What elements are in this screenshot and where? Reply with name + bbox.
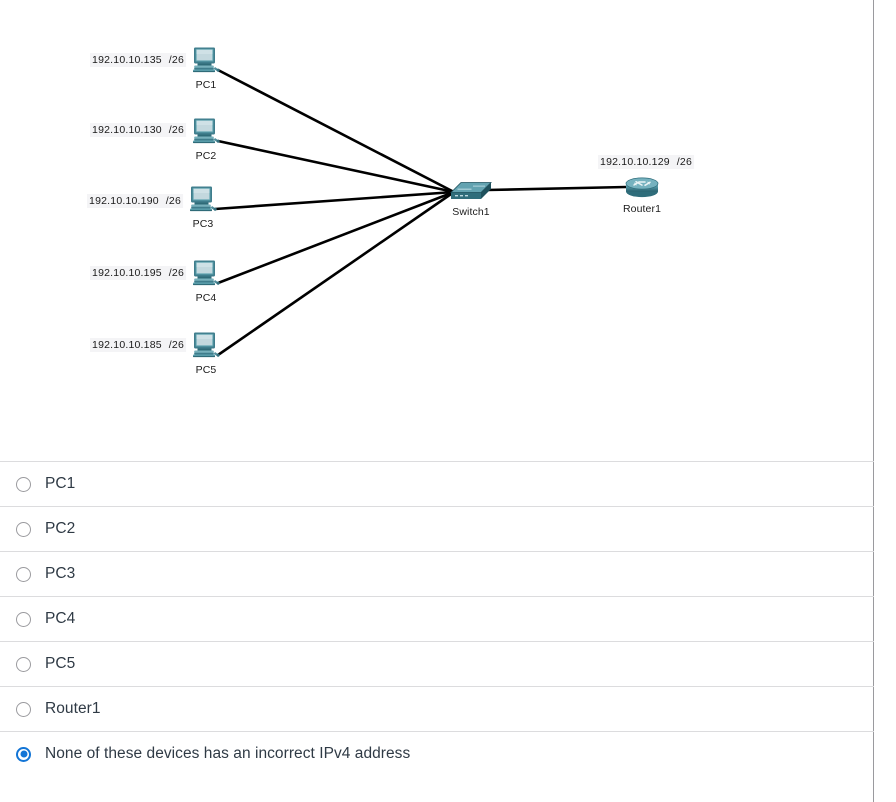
pc-icon[interactable]: [191, 258, 221, 293]
ip-address-value: 192.10.10.185: [92, 339, 162, 351]
topology-node-label: PC5: [195, 364, 217, 376]
radio-button[interactable]: [16, 566, 31, 582]
answer-option-row[interactable]: PC4: [0, 596, 874, 641]
router-icon: [625, 177, 659, 198]
radio-button-selected[interactable]: [16, 746, 31, 762]
radio-button[interactable]: [16, 611, 31, 627]
ip-address-label-pc4: 192.10.10.195/26: [90, 266, 186, 280]
topology-link: [217, 68, 455, 194]
radio-button[interactable]: [16, 521, 31, 537]
ip-address-label-router1: 192.10.10.129/26: [598, 155, 694, 169]
answer-option-label[interactable]: Router1: [45, 700, 101, 717]
pc-icon[interactable]: [191, 45, 221, 80]
answer-option-label[interactable]: PC1: [45, 475, 76, 492]
ip-prefix-length: /26: [168, 124, 184, 136]
answer-option-row[interactable]: PC1: [0, 461, 874, 506]
pc-icon: [193, 260, 220, 286]
answer-option-row[interactable]: PC5: [0, 641, 874, 686]
topology-link: [486, 185, 627, 192]
ip-address-value: 192.10.10.135: [92, 54, 162, 66]
ip-prefix-length: /26: [168, 54, 184, 66]
topology-link-layer: [214, 68, 627, 357]
answer-option-label[interactable]: PC2: [45, 520, 76, 537]
ip-address-value: 192.10.10.130: [92, 124, 162, 136]
topology-link: [217, 190, 455, 285]
topology-link: [217, 139, 455, 194]
answer-option-row[interactable]: None of these devices has an incorrect I…: [0, 731, 874, 776]
ip-address-label-pc1: 192.10.10.135/26: [90, 53, 186, 67]
ip-prefix-length: /26: [168, 339, 184, 351]
switch-icon[interactable]: [449, 179, 493, 208]
pc-icon[interactable]: [191, 330, 221, 365]
ip-address-value: 192.10.10.190: [89, 195, 159, 207]
ip-address-value: 192.10.10.195: [92, 267, 162, 279]
topology-node-label: PC1: [195, 79, 217, 91]
ip-address-label-pc2: 192.10.10.130/26: [90, 123, 186, 137]
ip-address-value: 192.10.10.129: [600, 156, 670, 168]
radio-button[interactable]: [16, 701, 31, 717]
topology-node-label: PC4: [195, 292, 217, 304]
answer-option-label[interactable]: PC3: [45, 565, 76, 582]
pc-icon: [193, 118, 220, 144]
ip-prefix-length: /26: [676, 156, 692, 168]
pc-icon[interactable]: [191, 116, 221, 151]
pc-icon[interactable]: [188, 184, 218, 219]
ip-address-label-pc3: 192.10.10.190/26: [87, 194, 183, 208]
ip-address-label-pc5: 192.10.10.185/26: [90, 338, 186, 352]
pc-icon: [193, 47, 220, 73]
switch-icon: [450, 182, 492, 199]
answer-option-label[interactable]: PC4: [45, 610, 76, 627]
radio-button[interactable]: [16, 476, 31, 492]
answer-option-row[interactable]: PC3: [0, 551, 874, 596]
radio-button[interactable]: [16, 656, 31, 672]
pc-icon: [193, 332, 220, 358]
router-icon[interactable]: [623, 176, 661, 205]
answer-option-row[interactable]: PC2: [0, 506, 874, 551]
answer-option-label[interactable]: PC5: [45, 655, 76, 672]
topology-node-label: Switch1: [452, 206, 490, 218]
ip-prefix-length: /26: [168, 267, 184, 279]
ip-prefix-length: /26: [165, 195, 181, 207]
answer-option-label[interactable]: None of these devices has an incorrect I…: [45, 745, 411, 762]
topology-node-label: PC2: [195, 150, 217, 162]
answer-option-row[interactable]: Router1: [0, 686, 874, 731]
topology-node-label: PC3: [192, 218, 214, 230]
topology-link: [217, 190, 455, 357]
topology-node-label: Router1: [622, 203, 662, 215]
topology-link: [214, 190, 455, 211]
pc-icon: [190, 186, 217, 212]
